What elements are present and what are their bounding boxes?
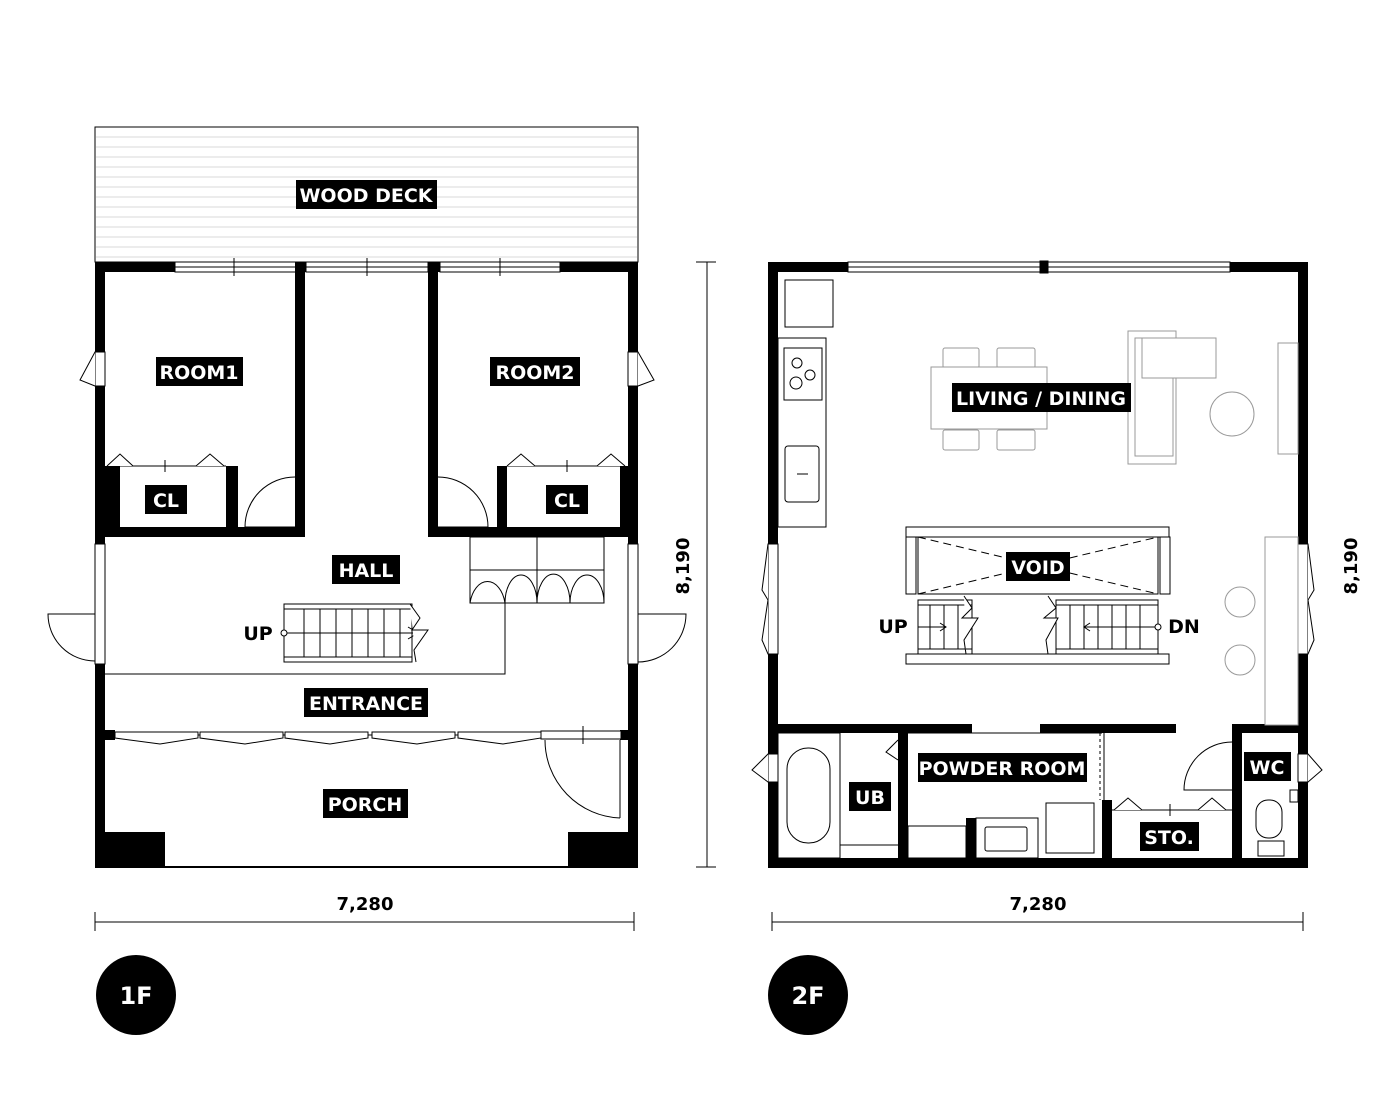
stairs-1f <box>280 603 429 663</box>
kitchen-counter <box>777 279 834 528</box>
floor-badge-2f-label: 2F <box>791 982 824 1010</box>
stair-up-label-2f: UP <box>878 616 907 638</box>
label-ub: UB <box>855 787 885 809</box>
plan-1f: 7,280 8,190 WOOD DECK ROOM1 ROOM2 CL CL … <box>47 126 716 1035</box>
label-room2: ROOM2 <box>495 362 574 384</box>
label-hall: HALL <box>339 560 394 582</box>
label-sto: STO. <box>1144 827 1194 849</box>
label-powder-room: POWDER ROOM <box>919 758 1086 780</box>
exterior-walls-2f <box>768 262 1308 868</box>
label-void: VOID <box>1011 557 1064 579</box>
bath-fixtures <box>777 732 1299 859</box>
plan-2f: 7,280 8,190 LIVING / DINING VOID UB POWD… <box>751 260 1362 1035</box>
stair-down-label-2f: DN <box>1168 616 1200 638</box>
void-stairs <box>905 526 1171 665</box>
width-dimension-1f: 7,280 <box>337 894 394 915</box>
height-dimension-2f: 8,190 <box>1341 538 1362 595</box>
label-living-dining: LIVING / DINING <box>956 388 1126 410</box>
room-labels-2f: LIVING / DINING VOID UB POWDER ROOM WC S… <box>849 383 1291 851</box>
room-labels-1f: WOOD DECK ROOM1 ROOM2 CL CL HALL ENTRANC… <box>145 180 588 818</box>
floor-badge-1f-label: 1F <box>119 982 152 1010</box>
label-entrance: ENTRANCE <box>309 693 423 715</box>
label-wood-deck: WOOD DECK <box>299 185 433 207</box>
interior-walls-1f <box>95 262 630 537</box>
label-porch: PORCH <box>328 794 403 816</box>
label-wc: WC <box>1250 757 1285 779</box>
wood-deck <box>94 126 639 263</box>
label-cl-2: CL <box>554 490 580 512</box>
height-dimension-1f: 8,190 <box>673 538 694 595</box>
floor-badge-2f <box>768 955 848 1035</box>
exterior-walls-1f <box>95 262 638 868</box>
label-room1: ROOM1 <box>159 362 238 384</box>
stair-up-label-1f: UP <box>243 623 272 645</box>
width-dimension-2f: 7,280 <box>1010 894 1067 915</box>
label-cl-1: CL <box>153 490 179 512</box>
floor-badge-1f <box>96 955 176 1035</box>
